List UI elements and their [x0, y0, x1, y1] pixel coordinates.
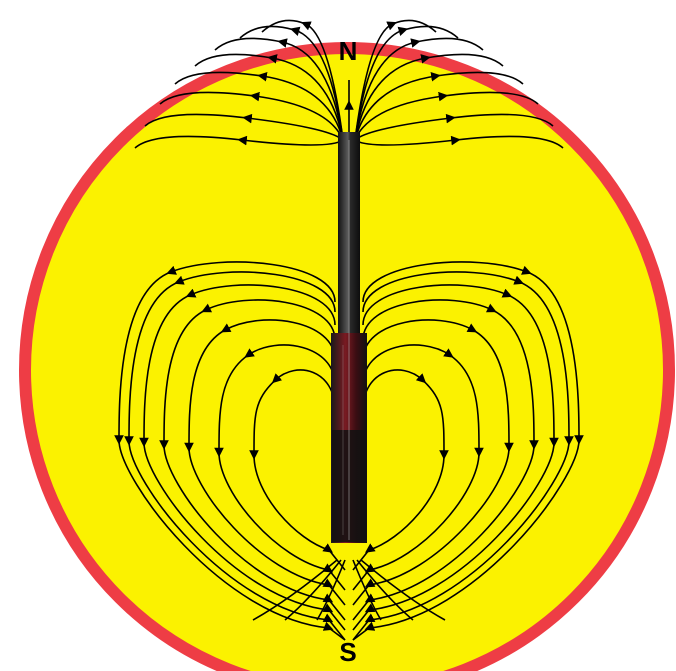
north-pole-label: N [339, 36, 358, 66]
south-pole-label: S [339, 637, 356, 667]
